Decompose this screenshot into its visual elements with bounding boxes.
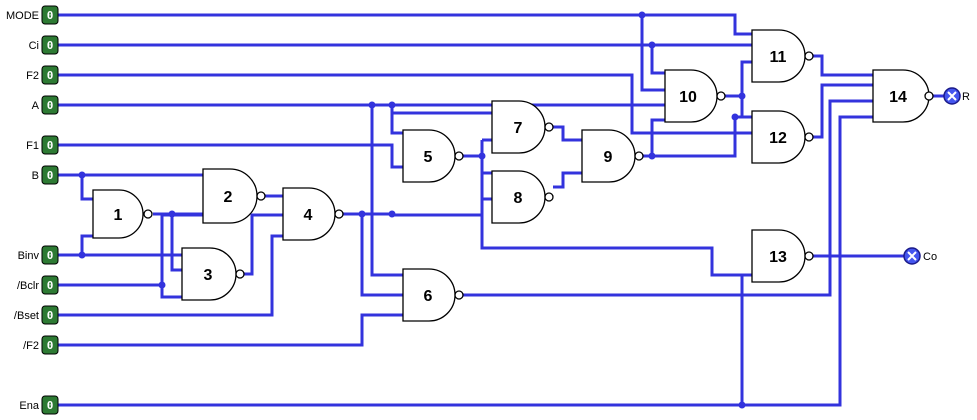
input-label-ci: Ci [29,40,39,52]
input-label-f2: F2 [26,70,39,82]
nand-gate-9[interactable]: 9 [581,129,644,183]
inputs: MODE 0 Ci 0 F2 0 A 0 F1 0 B 0 [6,5,59,415]
gate-number-14: 14 [889,89,907,106]
output-pin-co[interactable]: Co [903,247,937,265]
input-value-ci: 0 [47,39,54,52]
input-pin-mode[interactable]: MODE 0 [6,5,59,25]
input-label-mode: MODE [6,10,39,22]
input-pin-b[interactable]: B 0 [32,165,59,185]
output-x-icon [907,251,917,261]
nand-gate-14[interactable]: 14 [872,69,934,123]
input-label-b: B [32,170,39,182]
input-value-a: 0 [47,99,54,112]
input-label-ena: Ena [19,400,39,412]
input-pin-ci[interactable]: Ci 0 [29,35,59,55]
gate-number-8: 8 [514,190,523,207]
input-pin-a[interactable]: A 0 [32,95,59,115]
input-value-b: 0 [47,169,54,182]
output-pin-r[interactable]: R [943,87,970,105]
nand-gate-5[interactable]: 5 [402,129,464,183]
input-label-bclr: /Bclr [17,280,39,292]
input-pin-binv[interactable]: Binv 0 [18,245,59,265]
gate-number-2: 2 [224,189,233,206]
gate-number-12: 12 [769,130,787,147]
nand-gate-12[interactable]: 12 [751,110,814,164]
gate-number-1: 1 [114,207,123,224]
input-label-bset: /Bset [14,310,39,322]
gate-number-9: 9 [604,149,613,166]
input-pin-bset[interactable]: /Bset 0 [14,305,59,325]
nand-gate-13[interactable]: 13 [751,229,814,283]
input-value-mode: 0 [47,9,54,22]
gates: 1 2 3 4 5 6 7 [92,29,934,322]
input-value-f1: 0 [47,139,54,152]
input-value-ena: 0 [47,399,54,412]
nand-gate-8[interactable]: 8 [491,170,554,224]
wires [57,13,945,407]
nand-gate-2[interactable]: 2 [202,168,266,224]
outputs: R Co [903,87,970,265]
wire-junctions [78,11,746,409]
nand-gate-4[interactable]: 4 [282,187,344,241]
output-x-icon [947,91,957,101]
gate-number-5: 5 [424,149,433,166]
gate-number-7: 7 [514,120,523,137]
input-pin-ena[interactable]: Ena 0 [19,395,59,415]
input-label-f2n: /F2 [23,340,39,352]
input-label-binv: Binv [18,250,40,262]
gate-number-4: 4 [304,207,313,224]
input-value-bset: 0 [47,309,54,322]
output-label-r: R [962,91,970,103]
nand-gate-6[interactable]: 6 [402,268,464,322]
input-pin-f2n[interactable]: /F2 0 [23,335,59,355]
input-pin-bclr[interactable]: /Bclr 0 [17,275,59,295]
nand-gate-10[interactable]: 10 [664,69,726,123]
input-value-f2n: 0 [47,339,54,352]
input-label-f1: F1 [26,140,39,152]
gate-number-6: 6 [424,288,433,305]
input-pin-f1[interactable]: F1 0 [26,135,59,155]
output-label-co: Co [923,251,937,263]
gate-number-13: 13 [769,249,787,266]
gate-number-10: 10 [679,89,697,106]
input-pin-f2[interactable]: F2 0 [26,65,59,85]
nand-gate-1[interactable]: 1 [92,189,153,239]
input-value-bclr: 0 [47,279,54,292]
input-value-binv: 0 [47,249,54,262]
gate-number-11: 11 [770,49,787,66]
input-label-a: A [32,100,40,112]
nand-gate-3[interactable]: 3 [181,247,245,301]
nand-gate-11[interactable]: 11 [751,29,814,83]
nand-gate-7[interactable]: 7 [491,100,554,154]
input-value-f2: 0 [47,69,54,82]
gate-number-3: 3 [204,267,213,284]
